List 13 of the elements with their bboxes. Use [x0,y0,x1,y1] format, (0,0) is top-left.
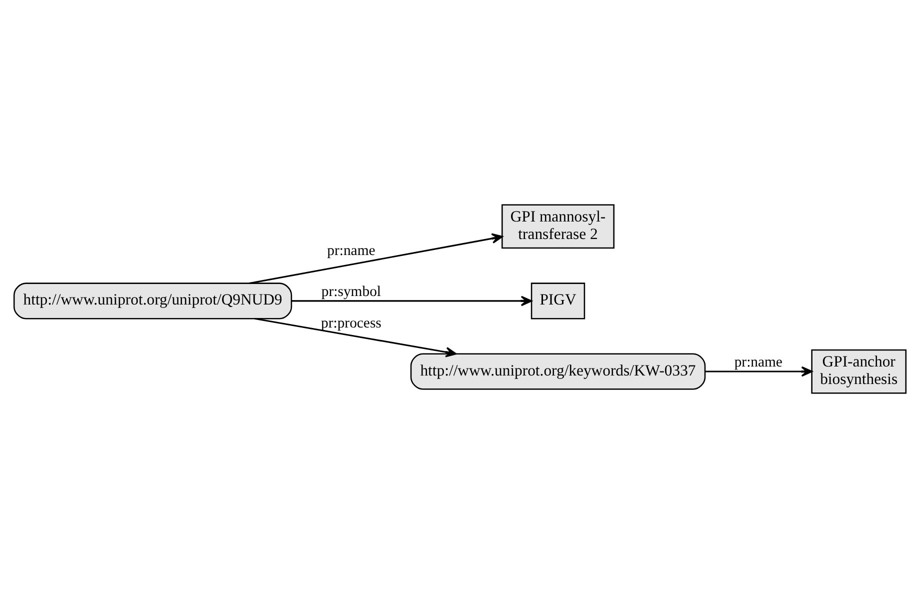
edge-label: pr:name [734,354,782,370]
arrow [249,232,503,284]
edge-label: pr:symbol [321,284,382,300]
node-box: PIGV [530,282,586,319]
node-box: GPI-anchor biosynthesis [811,348,907,394]
node-box: GPI mannosyl- transferase 2 [502,204,614,248]
arrow [292,295,532,306]
edge-label: pr:process [321,314,382,331]
node-box: http://www.uniprot.org/uniprot/Q9NUD9 [13,282,292,319]
arrow [254,317,457,357]
edge-label: pr:name [327,242,376,258]
node-box: http://www.uniprot.org/keywords/KW-0337 [410,352,706,390]
arrow [705,366,812,376]
